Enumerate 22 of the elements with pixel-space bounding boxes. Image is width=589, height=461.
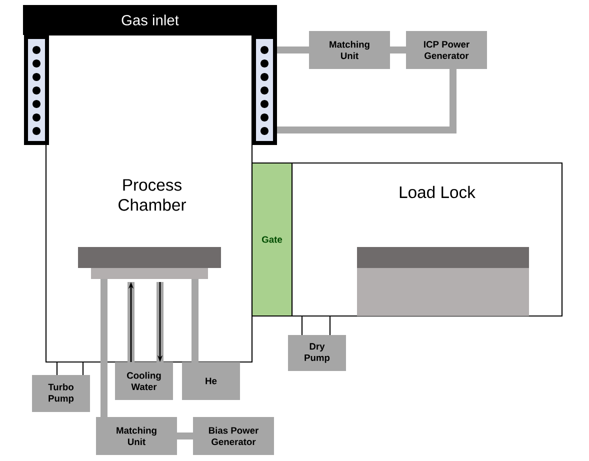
duct: [56, 361, 84, 376]
coil-drawing: [252, 35, 277, 145]
pipe: [192, 279, 198, 362]
pipe: [177, 432, 193, 440]
flow-arrow: [156, 282, 164, 362]
component-box: Cooling Water: [115, 362, 173, 400]
duct: [301, 315, 331, 336]
component-box: ICP Power Generator: [406, 31, 487, 69]
component-box: Matching Unit: [96, 417, 177, 455]
flow-arrow: [128, 282, 134, 362]
coil-drawing: [24, 35, 49, 145]
pipe: [277, 46, 309, 54]
gate-valve: Gate: [251, 162, 293, 317]
pipe: [277, 69, 456, 134]
component-box: Matching Unit: [309, 31, 390, 69]
component-box: Turbo Pump: [32, 375, 90, 412]
wafer-chuck: [78, 247, 221, 279]
pipe: [100, 279, 108, 417]
component-box: Bias Power Generator: [193, 417, 274, 455]
component-box: Dry Pump: [288, 335, 346, 371]
component-box: He: [182, 362, 240, 400]
pipe: [390, 46, 406, 54]
